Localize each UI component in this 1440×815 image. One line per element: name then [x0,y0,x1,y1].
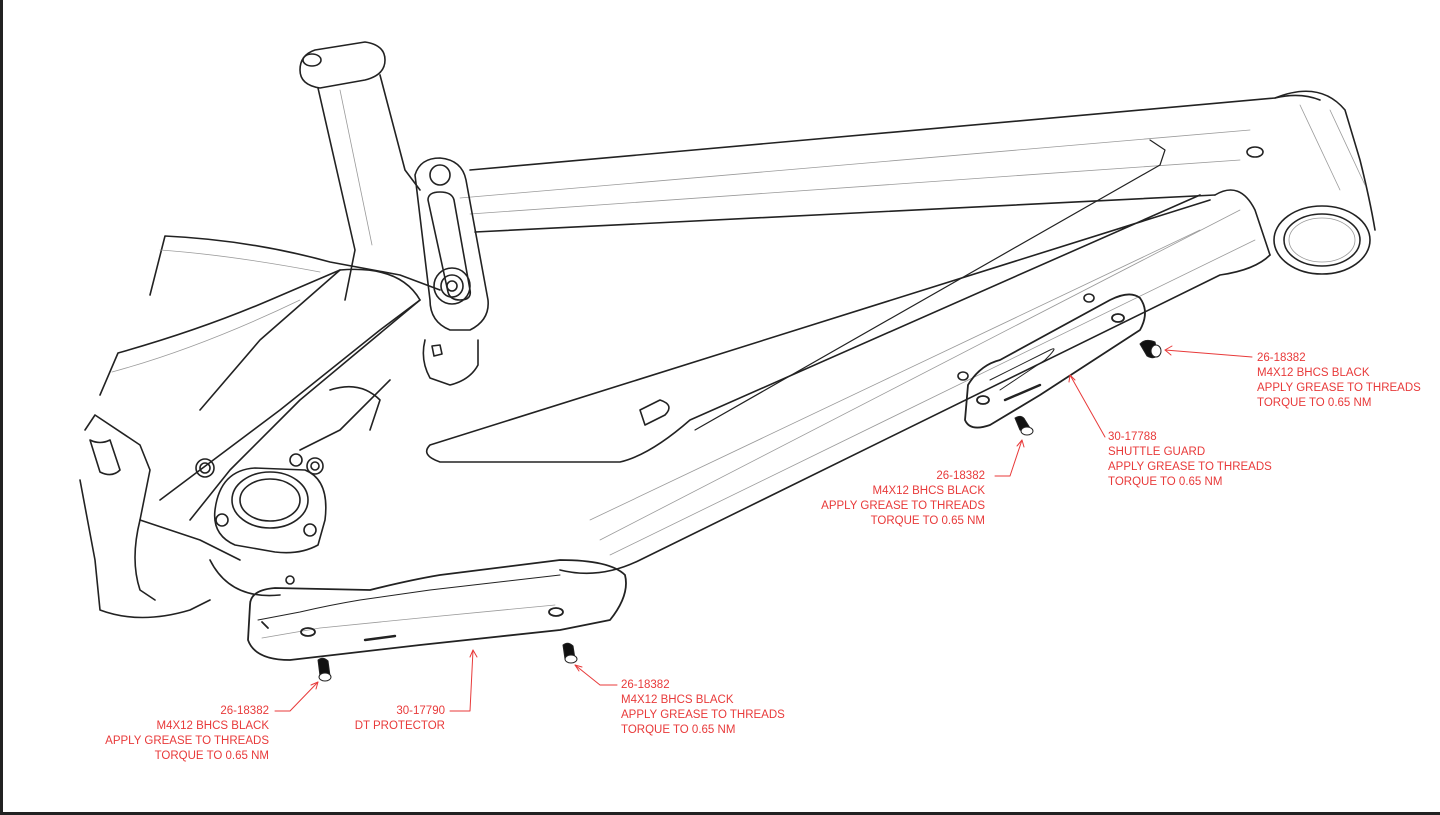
dt-protector [247,559,627,661]
callout-dt-protector: 30-17790 DT PROTECTOR [355,704,445,734]
callout-description: DT PROTECTOR [354,720,445,732]
callout-description: M4X12 BHCS BLACK [1257,367,1370,379]
callout-part-number: 26-18382 [621,679,670,691]
screw-icon [1139,339,1162,359]
callout-part-number: 26-18382 [1257,352,1306,364]
callout-description: M4X12 BHCS BLACK [621,694,734,706]
callout-description: SHUTTLE GUARD [1108,446,1206,458]
leader-lines [274,345,1253,712]
callout-part-number: 30-17790 [396,705,445,717]
seat-tube [299,41,421,301]
callout-note: TORQUE TO 0.65 NM [621,724,736,736]
callout-note: TORQUE TO 0.65 NM [1257,397,1372,409]
callout-screw-middle: 26-18382 M4X12 BHCS BLACK APPLY GREASE T… [821,469,985,529]
bottom-bracket [209,453,327,597]
callout-part-number: 30-17788 [1108,431,1157,443]
callout-part-number: 26-18382 [936,470,985,482]
drawing-border-left [0,0,3,815]
callout-note: APPLY GREASE TO THREADS [621,709,785,721]
callout-description: M4X12 BHCS BLACK [156,720,270,732]
rocker-link [414,157,489,331]
shuttle-guard [964,293,1146,429]
screw-icon [317,657,332,682]
seat-stays [99,235,441,521]
screw-icon [1014,415,1034,436]
chain-stays [79,414,241,619]
callout-part-number: 26-18382 [220,705,269,717]
callout-note: APPLY GREASE TO THREADS [105,735,269,747]
callout-note: TORQUE TO 0.65 NM [1108,476,1223,488]
shock-mount [299,339,479,451]
callout-note: TORQUE TO 0.65 NM [870,515,985,527]
callout-shuttle-guard: 30-17788 SHUTTLE GUARD APPLY GREASE TO T… [1108,430,1272,490]
callout-screw-bottom-mid: 26-18382 M4X12 BHCS BLACK APPLY GREASE T… [621,678,785,738]
down-tube [425,139,1271,575]
callout-note: APPLY GREASE TO THREADS [1257,382,1421,394]
callout-note: APPLY GREASE TO THREADS [1108,461,1272,473]
screw-icon [562,642,578,664]
callout-note: APPLY GREASE TO THREADS [821,500,985,512]
callout-screw-top-right: 26-18382 M4X12 BHCS BLACK APPLY GREASE T… [1257,351,1421,411]
callout-screw-bottom-left: 26-18382 M4X12 BHCS BLACK APPLY GREASE T… [105,704,269,764]
head-tube [1214,90,1376,275]
callout-note: TORQUE TO 0.65 NM [154,750,269,762]
top-tube [459,94,1321,233]
drawing-border-bottom [0,812,1440,815]
callout-description: M4X12 BHCS BLACK [872,485,986,497]
